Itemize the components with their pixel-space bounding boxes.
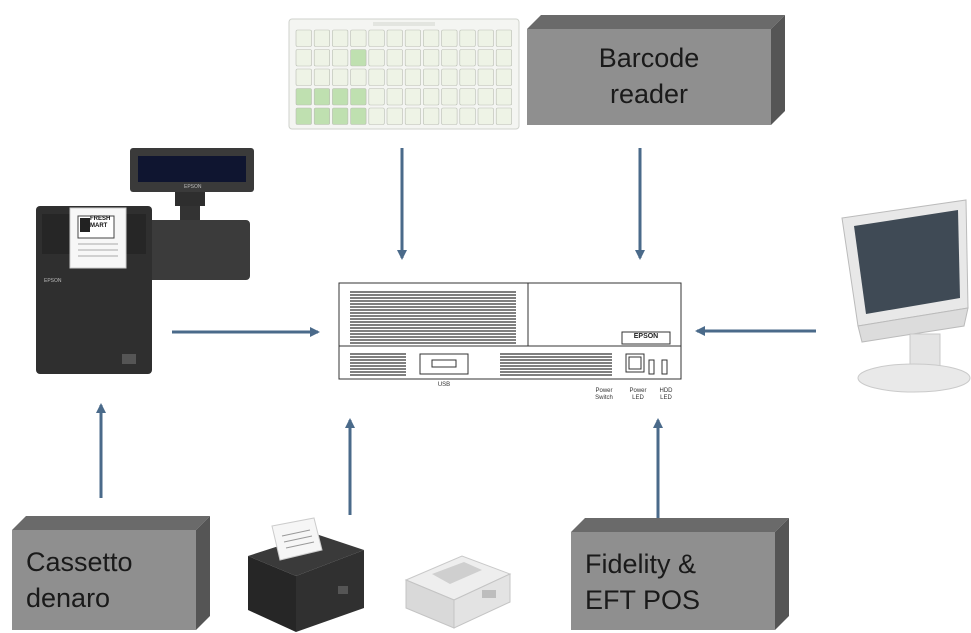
hdd-led-label: HDD LED xyxy=(659,388,673,401)
fidelity-eft-box xyxy=(571,518,789,630)
slip-printer-icon xyxy=(404,555,512,629)
barcode-line1: Barcode xyxy=(598,43,700,73)
pos-keyboard-icon xyxy=(288,18,520,130)
barcode-reader-box xyxy=(527,15,785,125)
display-brand: EPSON xyxy=(184,184,202,190)
barcode-line2: reader xyxy=(609,79,689,109)
cash-drawer-line2: denaro xyxy=(26,583,111,613)
receipt-header: FRESH MART xyxy=(90,216,111,229)
cash-drawer-line1: Cassetto xyxy=(26,547,133,577)
touch-monitor-icon xyxy=(841,199,971,393)
central-unit-brand: EPSON xyxy=(633,333,659,340)
cash-drawer-label: Cassetto denaro xyxy=(26,544,196,616)
power-switch-label: Power Switch xyxy=(595,388,613,401)
fidelity-line1: Fidelity & xyxy=(585,549,697,579)
fidelity-eft-label: Fidelity & EFT POS xyxy=(585,546,775,618)
fidelity-line2: EFT POS xyxy=(585,585,701,615)
fiscal-printer-with-display xyxy=(36,148,254,374)
printer-brand: EPSON xyxy=(44,278,62,284)
barcode-reader-label: Barcode reader xyxy=(527,40,771,112)
cash-drawer-box xyxy=(12,516,210,630)
receipt-printer-icon xyxy=(248,517,364,632)
power-led-label: Power LED xyxy=(629,388,647,401)
usb-label: USB xyxy=(437,382,451,388)
central-unit xyxy=(338,282,682,380)
